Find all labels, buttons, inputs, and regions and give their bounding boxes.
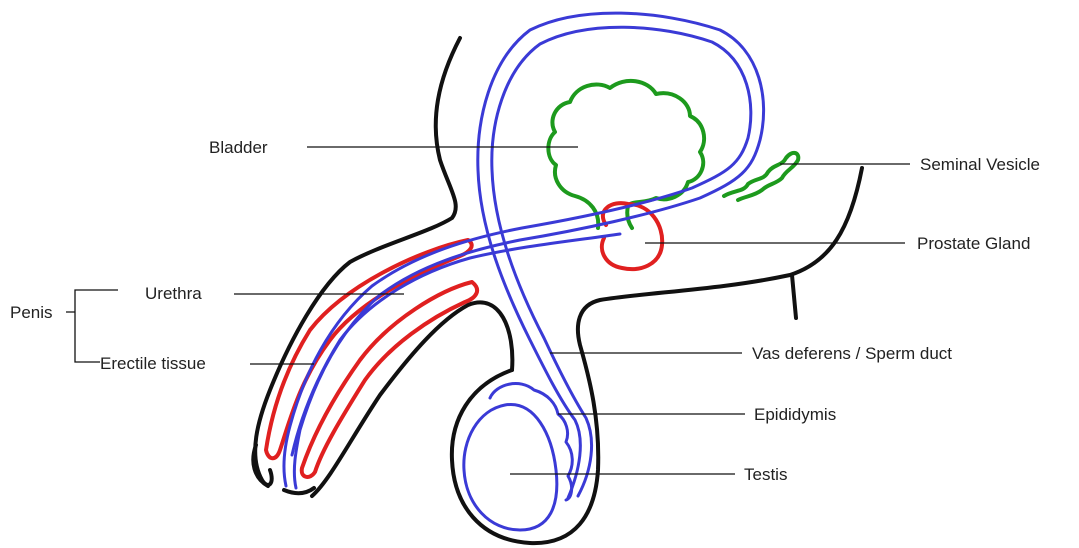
label-bladder: Bladder [209, 138, 268, 157]
label-vas-deferens: Vas deferens / Sperm duct [752, 344, 952, 363]
label-epididymis: Epididymis [754, 405, 836, 424]
label-prostate-gland: Prostate Gland [917, 234, 1030, 253]
ducts [284, 13, 764, 530]
epididymis-shape [490, 384, 572, 500]
testis-shape [464, 405, 557, 530]
abdomen-outline [255, 38, 460, 485]
label-erectile-tissue: Erectile tissue [100, 354, 206, 373]
label-seminal-vesicle: Seminal Vesicle [920, 155, 1040, 174]
leader-lines [66, 147, 910, 474]
label-penis: Penis [10, 303, 53, 322]
penis-bracket [66, 290, 118, 362]
label-urethra: Urethra [145, 284, 202, 303]
label-testis: Testis [744, 465, 787, 484]
buttock-mark [792, 275, 796, 318]
